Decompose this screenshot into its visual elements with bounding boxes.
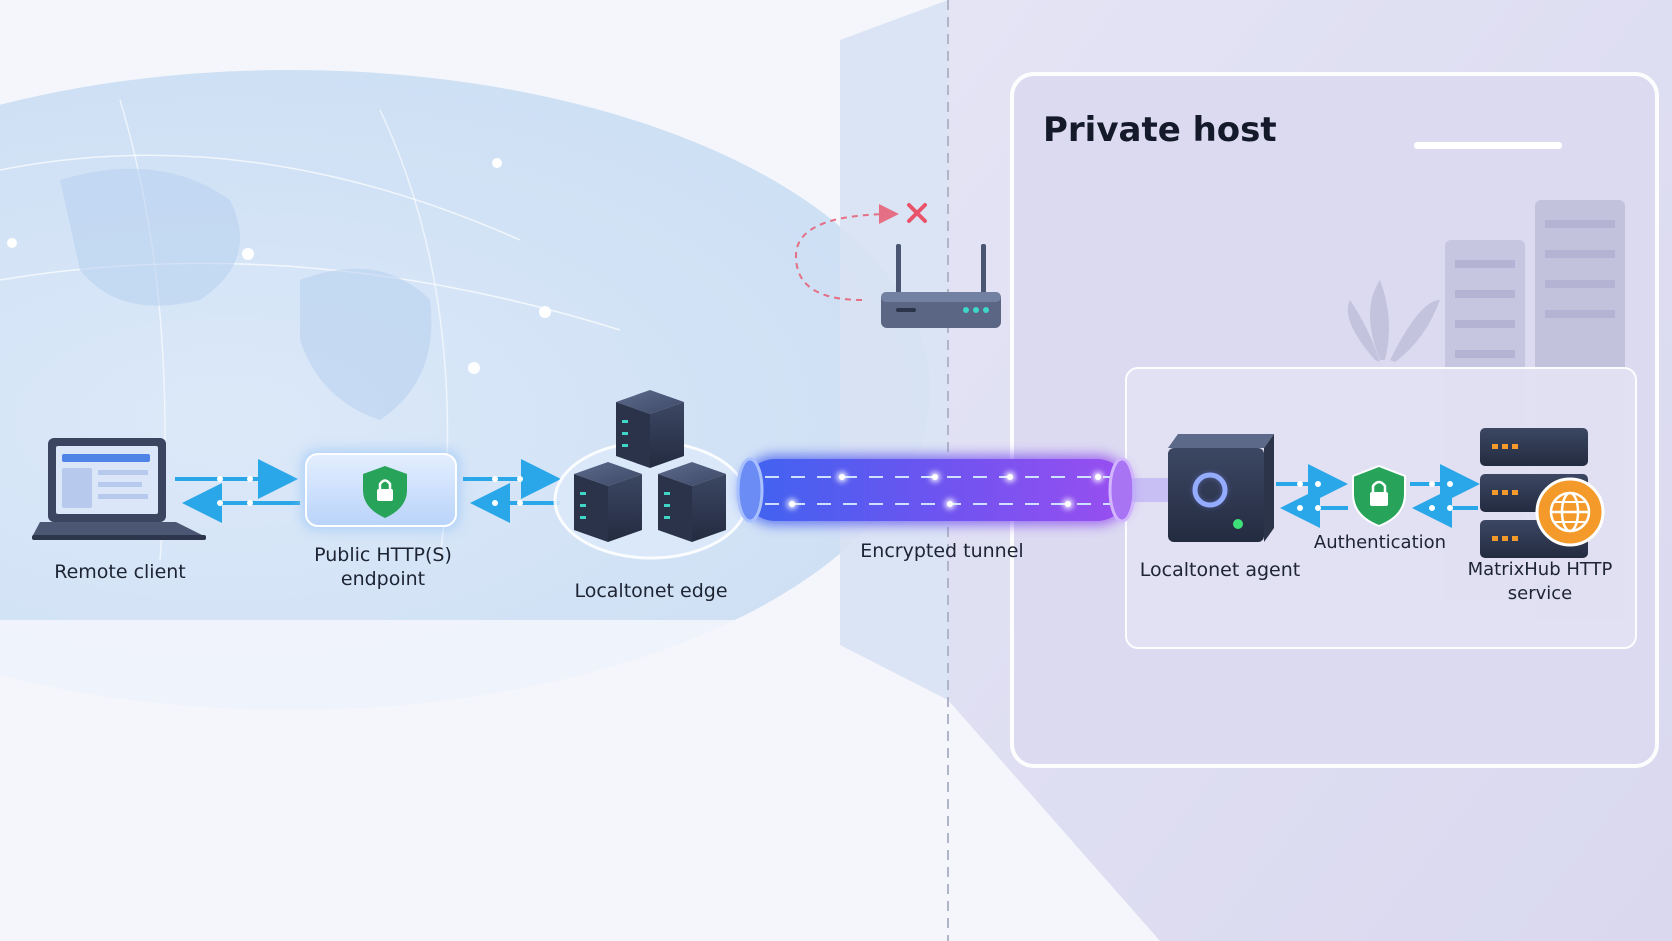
arrows-endpoint-edge <box>463 459 561 523</box>
remote-client-label: Remote client <box>40 560 200 584</box>
service-label: MatrixHub HTTP service <box>1455 558 1625 606</box>
shield-lock-icon <box>363 466 407 518</box>
public-endpoint-text-line1: Public HTTP(S) <box>314 544 452 566</box>
remote-client-text: Remote client <box>54 561 186 583</box>
agent-label: Localtonet agent <box>1130 558 1310 582</box>
laptop-icon <box>32 438 206 540</box>
service-text-line1: MatrixHub HTTP <box>1467 559 1613 580</box>
service-text-line2: service <box>1507 583 1573 604</box>
router-icon <box>881 244 1001 328</box>
agent-box-icon <box>1168 434 1274 542</box>
public-endpoint-node <box>302 450 460 530</box>
arrows-client-endpoint <box>175 459 300 523</box>
auth-text: Authentication <box>1313 532 1447 553</box>
agent-text: Localtonet agent <box>1139 559 1301 581</box>
blocked-x-icon <box>907 203 927 223</box>
edge-text: Localtonet edge <box>574 580 728 602</box>
tunnel-label: Encrypted tunnel <box>840 539 1044 563</box>
public-endpoint-text-line2: endpoint <box>340 568 426 590</box>
private-host-title: Private host <box>1043 110 1277 150</box>
auth-label: Authentication <box>1300 531 1460 555</box>
arrows-agent-auth <box>1276 464 1348 528</box>
encrypted-tunnel <box>736 455 1170 525</box>
public-endpoint-label: Public HTTP(S) endpoint <box>290 543 476 591</box>
server-cluster-icon <box>553 390 749 560</box>
globe-icon <box>1535 477 1605 547</box>
authentication-shield-icon <box>1352 464 1406 528</box>
arrows-auth-service <box>1410 464 1480 528</box>
tunnel-text: Encrypted tunnel <box>860 540 1024 562</box>
blocked-inbound-path <box>794 204 899 301</box>
edge-label: Localtonet edge <box>560 579 742 603</box>
